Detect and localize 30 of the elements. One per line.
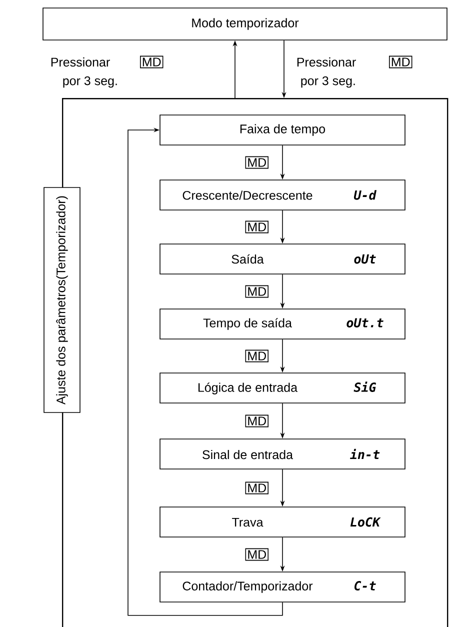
key-label: MD (248, 158, 266, 167)
display-code: oUt (354, 254, 376, 264)
display-code: LoCK (350, 517, 381, 527)
mode-box: Modo temporizador (42, 8, 448, 40)
parameter-box: Crescente/Decrescente U-d (160, 180, 406, 210)
parameter-box: Tempo de saída oUt.t (160, 308, 406, 340)
parameter-box: Trava LoCK (160, 506, 406, 538)
key-label: MD (248, 550, 266, 559)
key-label: MD (248, 352, 266, 360)
instruction-text: Pressionar (51, 57, 110, 67)
display-code: C-t (354, 581, 376, 591)
key-label: MD (140, 56, 164, 68)
display-code: U-d (354, 190, 377, 200)
display-code: oUt.t (346, 318, 384, 328)
display-code: in-t (350, 448, 380, 460)
instruction-text: Pressionar (297, 57, 356, 67)
key-label: MD (248, 287, 266, 296)
key-label: MD (389, 56, 412, 68)
arrow (128, 128, 283, 616)
parameter-box: Saída oUt (160, 244, 406, 274)
key-label: MD (248, 484, 266, 492)
instruction-text: por 3 seg. (301, 76, 355, 88)
display-code: SiG (354, 382, 376, 392)
parameter-box: Contador/Temporizador C-t (160, 572, 406, 602)
parameter-box: Lógica de entrada SiG (160, 372, 406, 404)
key-label: MD (248, 416, 266, 426)
parameter-box: Faixa de tempo (160, 114, 406, 146)
instruction-text: por 3 seg. (63, 76, 117, 88)
key-label: MD (248, 222, 266, 232)
parameter-box: Sinal de entrada in-t (160, 438, 406, 470)
